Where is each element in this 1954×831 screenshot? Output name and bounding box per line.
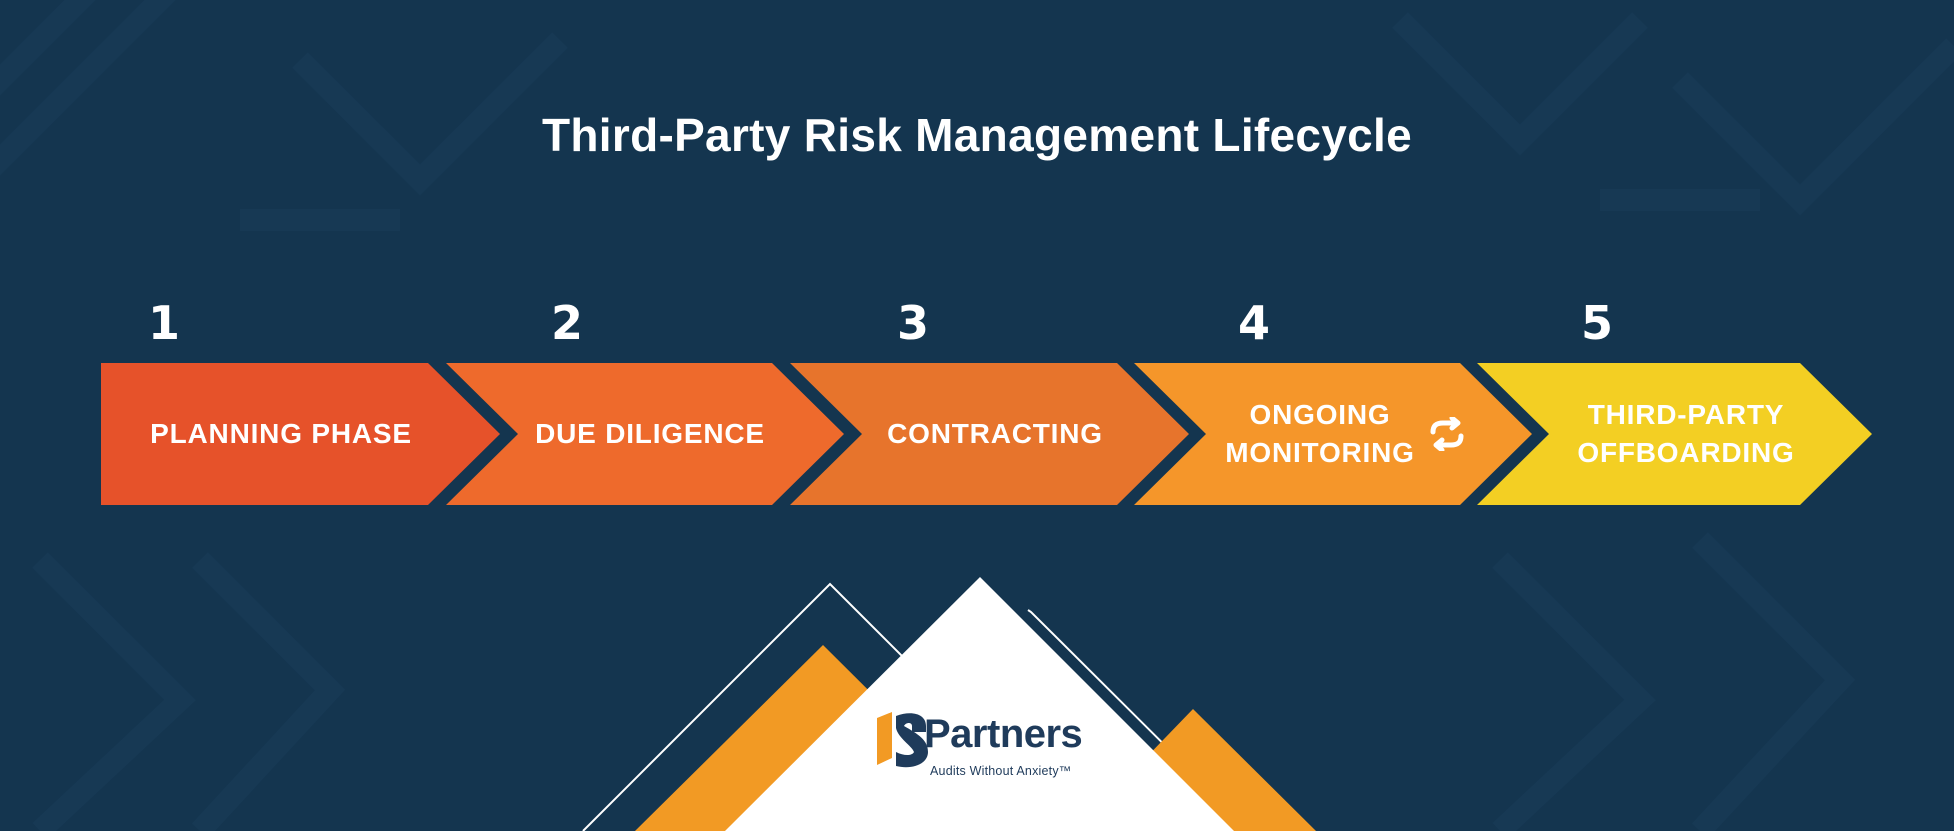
step-3-label: CONTRACTING <box>887 418 1103 449</box>
step-4-number: 4 <box>1238 296 1271 350</box>
step-1-label: PLANNING PHASE <box>150 418 412 449</box>
logo-tagline: Audits Without Anxiety™ <box>930 764 1072 778</box>
logo-wordmark: Partners <box>924 712 1083 756</box>
step-1-arrow <box>101 363 500 505</box>
step-4-arrow <box>1134 363 1532 505</box>
step-5-label: THIRD-PARTY OFFBOARDING <box>1577 399 1795 468</box>
diagram-title: Third-Party Risk Management Lifecycle <box>541 109 1413 161</box>
step-5-number: 5 <box>1581 296 1614 350</box>
step-2-number: 2 <box>551 296 584 350</box>
step-1-number: 1 <box>148 296 181 350</box>
refresh-icon <box>1430 417 1464 451</box>
step-4-label: ONGOING MONITORING <box>1196 363 1496 505</box>
company-logo: Partners Audits Without Anxiety™ <box>872 712 1092 782</box>
step-3-arrow <box>790 363 1189 505</box>
step-5-arrow <box>1477 363 1872 505</box>
step-2-label: DUE DILIGENCE <box>535 418 765 449</box>
step-2-arrow <box>446 363 844 505</box>
logo-mark <box>877 712 928 768</box>
step-3-number: 3 <box>897 296 930 350</box>
logo-white-panel <box>725 577 1234 831</box>
